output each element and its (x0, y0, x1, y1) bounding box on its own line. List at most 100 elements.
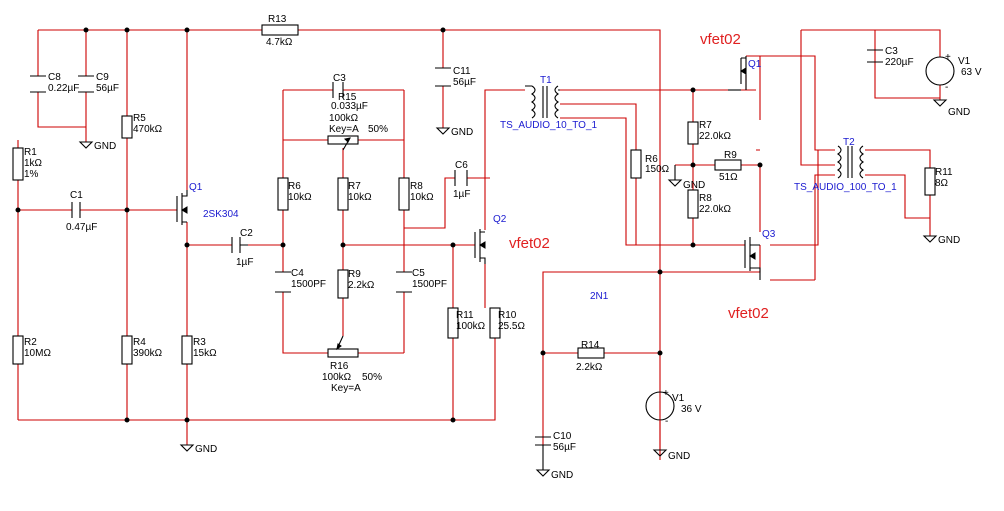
v1-36-minus: - (665, 416, 668, 427)
r15-key: Key=A (329, 124, 359, 135)
c8-value: 0.22µF (48, 83, 79, 94)
capacitor-symbols (30, 49, 883, 470)
r11-speaker-ref: R11 (935, 167, 953, 178)
r8-right-value: 22.0kΩ (699, 204, 731, 215)
c3-tone-value: 0.033µF (331, 101, 368, 112)
r15-ref: R15 (338, 92, 357, 103)
r8-tone-ref: R8 (410, 181, 423, 192)
capacitor-c10 (535, 436, 551, 470)
q2-part: vfet02 (509, 235, 550, 252)
t1-ref: T1 (540, 75, 552, 86)
c10-value: 56µF (553, 442, 576, 453)
r7-right-value: 22.0kΩ (699, 131, 731, 142)
gnd-label: GND (938, 235, 960, 246)
resistor-r3-left (181, 335, 193, 365)
capacitor-c2 (231, 237, 248, 253)
c9-ref: C9 (96, 72, 109, 83)
q3-part: vfet02 (728, 305, 769, 322)
c9-value: 56µF (96, 83, 119, 94)
r6-tone-value: 10kΩ (288, 192, 312, 203)
capacitor-c3-right (867, 49, 883, 63)
c6-ref: C6 (455, 160, 468, 171)
t1-part: TS_AUDIO_10_TO_1 (500, 120, 598, 131)
resistor-r8-right (687, 189, 699, 219)
gnd-label: GND (94, 141, 116, 152)
r2-ref: R2 (24, 337, 37, 348)
c1-ref: C1 (70, 190, 83, 201)
r1-value: 1kΩ (24, 158, 43, 169)
capacitor-c1 (71, 202, 81, 218)
capacitor-c4 (275, 271, 291, 293)
r4-ref: R4 (133, 337, 146, 348)
v1-63-plus: + (945, 52, 951, 63)
q2-ref: Q2 (493, 214, 507, 225)
t2-part: TS_AUDIO_100_TO_1 (794, 182, 897, 193)
gnd-label: GND (195, 444, 217, 455)
resistor-r14 (577, 347, 605, 359)
gnd-label: GND (948, 107, 970, 118)
resistor-r2-left (12, 335, 24, 365)
r10-mid-ref: R10 (498, 310, 517, 321)
r3-value: 15kΩ (193, 348, 217, 359)
resistor-r11-mid (447, 307, 459, 339)
q1-left-ref: Q1 (189, 182, 203, 193)
wires (17, 29, 941, 460)
r16-key: Key=A (331, 383, 361, 394)
transistor-q2 (474, 229, 486, 264)
r16-ref: R16 (330, 361, 349, 372)
r9-tone-ref: R9 (348, 269, 361, 280)
resistor-r9-right (714, 159, 742, 171)
capacitor-c11 (435, 67, 451, 87)
c3-right-ref: C3 (885, 46, 898, 57)
resistor-r7-right (687, 121, 699, 145)
r11-mid-value: 100kΩ (456, 321, 486, 332)
transistor-q1-left (176, 190, 188, 225)
v1-63-ref: V1 (958, 56, 971, 67)
junction-dots (15, 27, 763, 423)
c5-ref: C5 (412, 268, 425, 279)
capacitor-c8 (30, 75, 46, 93)
resistor-r7-tone (337, 177, 349, 211)
r10-mid-value: 25.5Ω (498, 321, 525, 332)
capacitor-c3-tone (332, 82, 344, 98)
resistor-r1-left (12, 147, 24, 181)
v1-36-ref: V1 (672, 393, 685, 404)
c1-value: 0.47µF (66, 222, 97, 233)
c4-ref: C4 (291, 268, 304, 279)
r16-value: 100kΩ (322, 372, 352, 383)
r7-right-ref: R7 (699, 120, 712, 131)
resistor-r6-right (630, 149, 642, 179)
r6-tone-ref: R6 (288, 181, 301, 192)
c11-value: 56µF (453, 77, 476, 88)
q3-ref: Q3 (762, 229, 776, 240)
r9-right-value: 51Ω (719, 172, 738, 183)
c10-ref: C10 (553, 431, 572, 442)
v1-63-minus: - (945, 82, 948, 93)
r2-value: 10MΩ (24, 348, 51, 359)
c5-value: 1500PF (412, 279, 447, 290)
resistor-r9-tone (337, 269, 349, 299)
c8-ref: C8 (48, 72, 61, 83)
r15-value: 100kΩ (329, 113, 359, 124)
gnd-label: GND (451, 127, 473, 138)
r4-value: 390kΩ (133, 348, 163, 359)
r1-ref: R1 (24, 147, 37, 158)
v1-63-value: 63 V (961, 67, 982, 78)
ground-symbols (78, 99, 948, 477)
r13-value: 4.7kΩ (266, 37, 293, 48)
transistor-q1-right (728, 56, 747, 91)
r1-tolerance: 1% (24, 169, 39, 180)
resistor-r5-left (121, 115, 133, 139)
capacitor-c6 (454, 170, 468, 186)
r14-ref: R14 (581, 340, 600, 351)
gnd-label: GND (683, 180, 705, 191)
resistor-r11-speaker (924, 167, 936, 196)
pot-r16[interactable] (327, 335, 359, 358)
r8-tone-value: 10kΩ (410, 192, 434, 203)
pot-r15[interactable] (327, 135, 359, 151)
c2-ref: C2 (240, 228, 253, 239)
r16-pct: 50% (362, 372, 382, 383)
v1-36-value: 36 V (681, 404, 702, 415)
r13-ref: R13 (268, 14, 287, 25)
